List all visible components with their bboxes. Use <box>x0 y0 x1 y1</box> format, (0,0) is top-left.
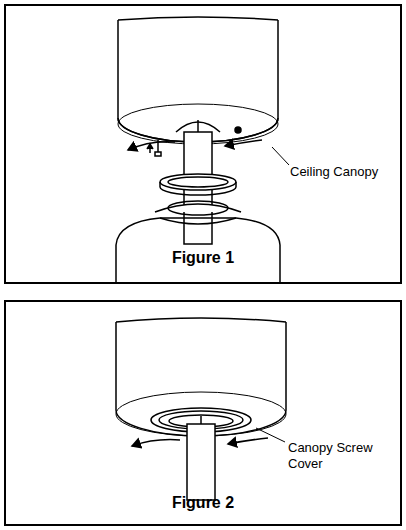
part-label: Ceiling Canopy <box>290 164 398 180</box>
figure-caption: Figure 2 <box>172 494 234 512</box>
canopy-figure-2 <box>116 318 286 500</box>
canopy-figure-1 <box>116 17 289 282</box>
figure-caption: Figure 1 <box>172 249 234 267</box>
figure-panel: Ceiling CanopyFigure 1 <box>4 4 402 284</box>
part-label: Canopy Screw Cover <box>288 440 396 472</box>
figure-panel: Canopy Screw CoverFigure 2 <box>4 300 402 526</box>
